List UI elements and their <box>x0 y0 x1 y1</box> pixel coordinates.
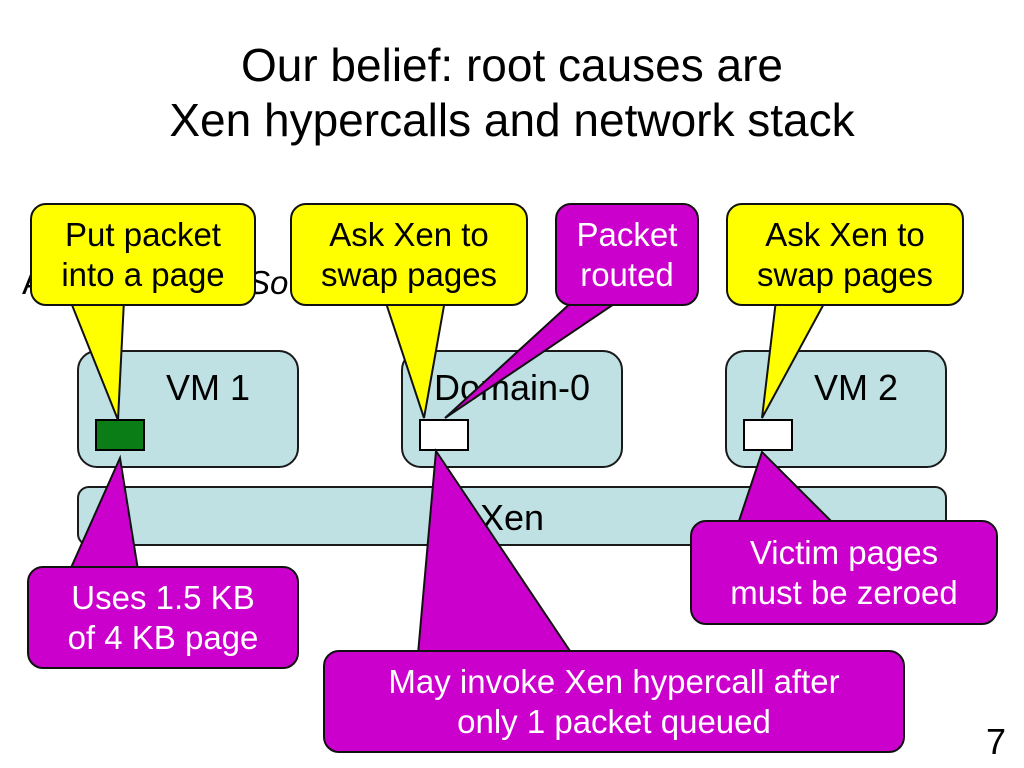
callout-uses-kb: Uses 1.5 KB of 4 KB page <box>27 566 299 669</box>
callout-ask-xen-1: Ask Xen to swap pages <box>290 203 528 306</box>
callout-packet-routed: Packet routed <box>555 203 699 306</box>
tail-put-packet <box>68 299 126 421</box>
tail-victim-pages <box>736 450 837 525</box>
callout-ask-xen-2: Ask Xen to swap pages <box>726 203 964 306</box>
vm1-label: VM 1 <box>165 367 251 408</box>
callout-put-packet-line1: Put packet <box>65 215 221 253</box>
tail-packet-routed <box>444 299 624 419</box>
callout-victim-pages: Victim pages must be zeroed <box>690 520 998 625</box>
tail-may-invoke <box>416 448 574 655</box>
callout-may-invoke-line1: May invoke Xen hypercall after <box>388 662 840 700</box>
title-line-2: Xen hypercalls and network stack <box>169 94 855 146</box>
callout-uses-kb-line2: of 4 KB page <box>67 618 259 656</box>
domain0-label: Domain-0 <box>433 367 591 408</box>
vm2-box: VM 2 <box>725 350 947 468</box>
domain0-page <box>419 419 469 451</box>
callout-put-packet: Put packet into a page <box>30 203 256 306</box>
callout-victim-pages-line2: must be zeroed <box>730 573 958 611</box>
callout-ask-xen-2-line2: swap pages <box>756 255 934 293</box>
tail-ask-xen-1 <box>383 299 447 419</box>
vm2-label: VM 2 <box>813 367 899 408</box>
callout-packet-routed-line1: Packet <box>576 215 678 253</box>
tail-ask-xen-2 <box>761 299 828 419</box>
callout-uses-kb-line1: Uses 1.5 KB <box>71 578 255 616</box>
callout-victim-pages-line1: Victim pages <box>749 533 939 571</box>
callout-packet-routed-line2: routed <box>580 255 674 293</box>
callout-ask-xen-2-line1: Ask Xen to <box>765 215 925 253</box>
slide-number: 7 <box>985 721 1006 762</box>
callout-may-invoke: May invoke Xen hypercall after only 1 pa… <box>323 650 905 753</box>
title-line-1: Our belief: root causes are <box>240 39 784 91</box>
callout-ask-xen-1-line1: Ask Xen to <box>329 215 489 253</box>
tail-uses-kb <box>68 454 140 571</box>
callout-may-invoke-line2: only 1 packet queued <box>457 702 771 740</box>
callout-ask-xen-1-line2: swap pages <box>320 255 498 293</box>
vm2-page <box>743 419 793 451</box>
callout-put-packet-line2: into a page <box>61 255 225 293</box>
slide-title: Our belief: root causes are Xen hypercal… <box>0 38 1024 148</box>
vm1-page-filled <box>95 419 145 451</box>
